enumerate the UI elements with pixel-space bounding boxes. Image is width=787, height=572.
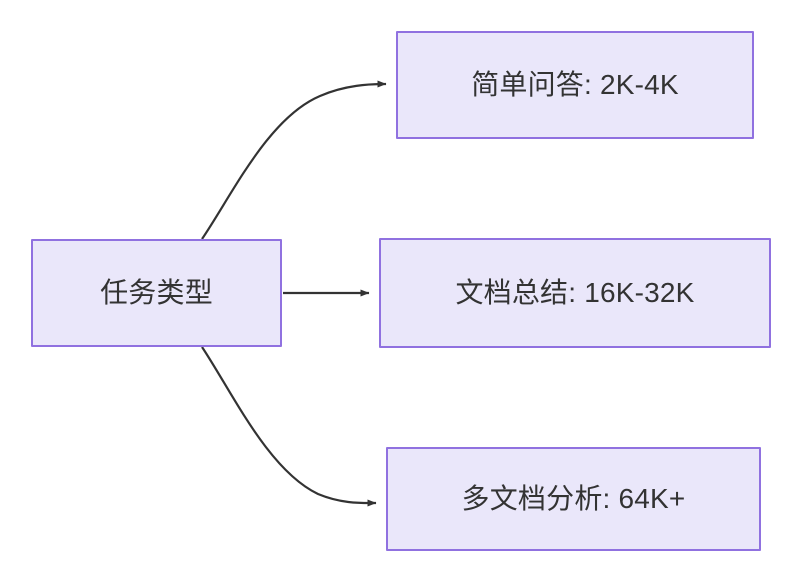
edge-root-to-simple-qa [201,80,387,240]
node-multi-doc-label: 多文档分析: 64K+ [461,482,686,514]
node-task-type[interactable]: 任务类型 [31,239,282,347]
node-multi-doc[interactable]: 多文档分析: 64K+ [386,447,761,551]
edge-root-to-multi-doc [201,346,377,507]
node-doc-summary[interactable]: 文档总结: 16K-32K [379,238,771,348]
node-task-type-label: 任务类型 [100,276,213,308]
node-simple-qa-label: 简单问答: 2K-4K [471,68,679,100]
node-simple-qa[interactable]: 简单问答: 2K-4K [396,31,754,139]
node-doc-summary-label: 文档总结: 16K-32K [455,276,695,308]
